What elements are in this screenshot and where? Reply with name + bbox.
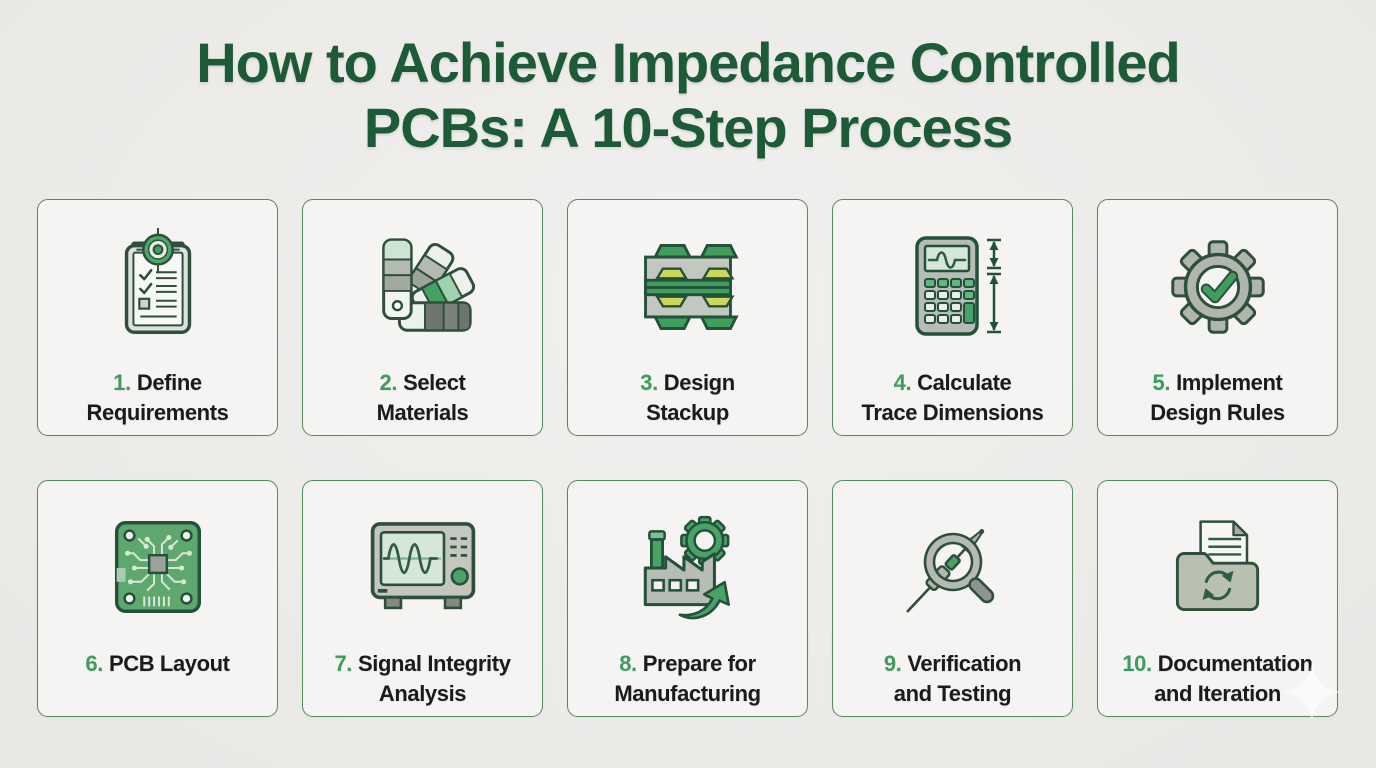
- step-7-label: 7.Signal Integrity Analysis: [305, 649, 540, 709]
- sparkle-watermark-icon: [1281, 661, 1343, 723]
- step-8-title-line2: Manufacturing: [614, 681, 761, 706]
- step-card-7: 7.Signal Integrity Analysis: [302, 480, 543, 717]
- step-4-title-line2: Trace Dimensions: [861, 400, 1044, 425]
- step-9-title-line2: and Testing: [893, 681, 1012, 706]
- step-3-title-line2: Stackup: [646, 400, 729, 425]
- step-9-number: 9.: [883, 651, 902, 676]
- step-9-label: 9.Verification and Testing: [835, 649, 1070, 709]
- step-3-label: 3.Design Stackup: [570, 368, 805, 428]
- step-card-9: 9.Verification and Testing: [832, 480, 1073, 717]
- clipboard-target-icon: [124, 228, 191, 334]
- step-card-5: 5.Implement Design Rules: [1097, 199, 1338, 436]
- step-2-icon-wrap: [362, 220, 484, 354]
- step-8-label: 8.Prepare for Manufacturing: [570, 649, 805, 709]
- step-7-number: 7.: [334, 651, 353, 676]
- step-3-icon-wrap: [625, 220, 751, 354]
- step-5-title-line2: Design Rules: [1150, 400, 1285, 425]
- step-4-number: 4.: [893, 370, 912, 395]
- step-card-3: 3.Design Stackup: [567, 199, 808, 436]
- step-card-6: 6.PCB Layout: [37, 480, 278, 717]
- step-5-title-line1: Implement: [1176, 370, 1283, 395]
- calculator-dimensions-icon: [914, 236, 1001, 336]
- step-1-title-line2: Requirements: [86, 400, 229, 425]
- step-5-icon-wrap: [1159, 220, 1277, 354]
- material-swatches-icon: [381, 238, 475, 332]
- page-title: How to Achieve Impedance Controlled PCBs…: [0, 30, 1376, 160]
- step-8-title-line1: Prepare for: [642, 651, 756, 676]
- step-card-1: 1.Define Requirements: [37, 199, 278, 436]
- step-1-title-line1: Define: [136, 370, 202, 395]
- page-title-line2: PCBs: A 10-Step Process: [363, 96, 1013, 159]
- step-6-title-line1: PCB Layout: [108, 651, 230, 676]
- step-6-label: 6.PCB Layout: [40, 649, 275, 679]
- step-4-icon-wrap: [895, 220, 1011, 354]
- step-7-icon-wrap: [360, 501, 486, 635]
- step-4-title-line1: Calculate: [917, 370, 1012, 395]
- probe-magnifier-icon: [905, 529, 994, 613]
- step-5-label: 5.Implement Design Rules: [1100, 368, 1335, 428]
- step-card-4: 4.Calculate Trace Dimensions: [832, 199, 1073, 436]
- factory-gear-arrow-icon: [643, 515, 730, 620]
- step-8-number: 8.: [619, 651, 637, 676]
- pcb-stackup-icon: [643, 244, 739, 330]
- step-9-title-line1: Verification: [907, 651, 1022, 676]
- step-7-title-line1: Signal Integrity: [358, 651, 511, 676]
- step-10-title-line1: Documentation: [1157, 651, 1313, 676]
- step-2-title-line2: Materials: [376, 400, 469, 425]
- oscilloscope-icon: [370, 522, 475, 610]
- step-6-icon-wrap: [99, 501, 217, 635]
- step-1-number: 1.: [113, 370, 131, 395]
- step-10-label: 10.Documentation and Iteration: [1100, 649, 1335, 709]
- step-2-label: 2.Select Materials: [305, 368, 540, 428]
- step-9-icon-wrap: [893, 501, 1013, 635]
- step-6-number: 6.: [85, 651, 103, 676]
- step-7-title-line2: Analysis: [378, 681, 467, 706]
- step-10-icon-wrap: [1160, 501, 1276, 635]
- step-3-number: 3.: [640, 370, 658, 395]
- step-10-number: 10.: [1122, 651, 1152, 676]
- page-title-line1: How to Achieve Impedance Controlled: [196, 31, 1181, 94]
- step-2-number: 2.: [379, 370, 398, 395]
- step-5-number: 5.: [1152, 370, 1171, 395]
- step-8-icon-wrap: [627, 501, 749, 635]
- step-2-title-line1: Select: [403, 370, 466, 395]
- folder-refresh-icon: [1175, 520, 1259, 612]
- step-1-icon-wrap: [99, 220, 217, 354]
- step-10-title-line2: and Iteration: [1154, 681, 1281, 706]
- step-card-8: 8.Prepare for Manufacturing: [567, 480, 808, 717]
- step-3-title-line1: Design: [663, 370, 735, 395]
- pcb-board-icon: [114, 521, 201, 613]
- steps-grid: 1.Define Requirements: [37, 199, 1339, 717]
- step-4-label: 4.Calculate Trace Dimensions: [835, 368, 1070, 428]
- gear-checkmark-icon: [1170, 240, 1265, 334]
- step-card-2: 2.Select Materials: [302, 199, 543, 436]
- step-1-label: 1.Define Requirements: [40, 368, 275, 428]
- step-card-10: 10.Documentation and Iteration: [1097, 480, 1338, 717]
